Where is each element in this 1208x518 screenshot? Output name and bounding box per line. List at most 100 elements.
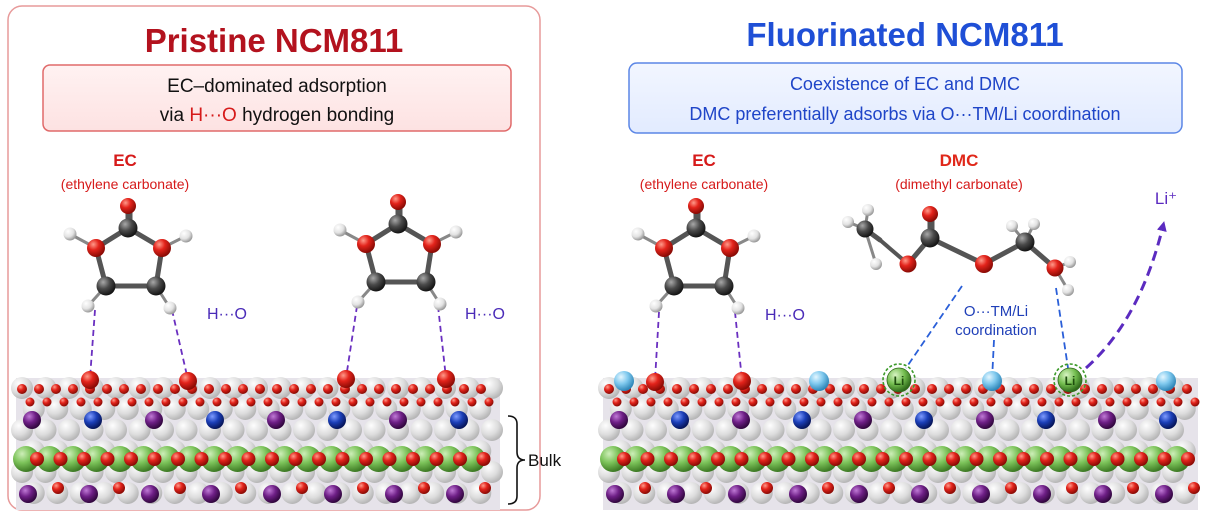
surface-oxygen-atom [961,384,971,394]
li-atom-highlight-2: Li [1053,363,1087,397]
oxygen-atom [922,452,937,466]
cobalt-atom [84,411,102,429]
oxygen-atom [418,482,430,494]
oxygen-atom [235,482,247,494]
surface-oxygen-atom [927,384,937,394]
oxygen-atom [147,452,162,466]
lattice-oxygen-atom [246,419,268,441]
lattice-oxygen-atom [809,419,832,441]
bulk-label: Bulk [528,451,562,470]
left-ec-subtitle: (ethylene carbonate) [61,176,189,192]
oxygen-atom [479,482,491,494]
lithium-layer-atom [130,446,157,472]
oxygen-atom [883,482,895,494]
oxygen-atom [640,452,655,466]
lattice-oxygen-atom [410,377,433,399]
cobalt-atom [206,411,224,429]
surface-oxygen-atom [399,397,409,407]
lithium-layer-atom [1140,446,1167,472]
oxygen-atom [113,482,125,494]
oxygen-atom [218,452,232,466]
right-ec-molecule [631,198,761,315]
surface-oxygen-atom [850,397,860,407]
nickel-atom [80,485,98,503]
lattice-oxygen-atom [222,419,245,441]
coordination-label-line2: coordination [955,322,1037,339]
ester-oxygen-atom [975,255,993,273]
cobalt-atom [671,411,689,429]
adsorption-site-oxygen-atom [646,373,664,391]
ring-oxygen-atom [153,239,171,257]
oxygen-atom [617,452,631,466]
surface-oxygen-atom [459,384,469,394]
oxygen-atom [1087,452,1101,466]
cobalt-atom [1037,411,1055,429]
surface-oxygen-atom [876,384,886,394]
oxygen-atom [1134,452,1148,466]
oxygen-atom [30,452,44,466]
lithium-layer-atom [647,446,673,472]
lattice-oxygen-atom [105,377,127,399]
lithium-layer-atom [694,446,720,472]
surface-oxygen-atom [638,384,648,394]
oxygen-atom [758,452,772,466]
lithium-layer-atom [1164,446,1190,472]
hydrogen-atom [631,227,645,241]
surface-oxygen-atom [842,384,852,394]
lattice-oxygen-atom [1138,419,1161,441]
nickel-atom [1094,485,1112,503]
hbond-term: H···O [189,105,236,126]
oxygen-atom [946,452,960,466]
surface-oxygen-atom [102,384,112,394]
surface-oxygen-atom [289,384,299,394]
surface-oxygen-atom [1148,384,1158,394]
oxygen-atom [822,482,834,494]
adsorption-site-oxygen-atom [437,370,455,388]
surface-oxygen-atom [484,397,494,407]
surface-oxygen-atom [450,397,460,407]
lithium-layer-atom [670,446,697,472]
lithium-layer-atom [929,446,955,472]
oxygen-atom [805,452,819,466]
oxygen-atom [1016,452,1031,466]
surface-oxygen-atom [136,384,146,394]
lattice-oxygen-atom [715,419,738,441]
adsorption-site-oxygen-atom [81,371,99,389]
oxygen-atom [687,452,702,466]
surface-oxygen-atom [212,397,222,407]
li-ion-desorption-arrow [1085,221,1167,370]
surface-oxygen-atom [714,397,724,407]
surface-oxygen-atom [1139,397,1149,407]
surface-oxygen-atom [144,397,154,407]
lattice-oxygen-atom [58,419,80,441]
nickel-atom [23,411,41,429]
lattice-oxygen-atom [692,377,714,399]
surface-oxygen-atom [195,397,205,407]
surface-oxygen-atom [731,397,741,407]
carbon-atom [388,214,408,234]
hydrogen-atom [163,301,177,315]
oxygen-atom [382,452,397,466]
surface-oxygen-atom [706,384,716,394]
surface-oxygen-atom [969,397,979,407]
lattice-oxygen-atom [1115,419,1137,441]
surface-oxygen-atom [59,397,69,407]
oxygen-atom [453,452,467,466]
nickel-atom [789,485,807,503]
ring-oxygen-atom [423,235,441,253]
carbon-atom [96,276,116,296]
oxygen-atom [359,452,373,466]
coordination-label-line1: O···TM/Li [964,303,1028,320]
oxygen-atom [852,452,866,466]
lithium-layer-atom [1023,446,1049,472]
lattice-oxygen-atom [645,419,667,441]
lattice-oxygen-atom [105,419,127,441]
nickel-atom [19,485,37,503]
lithium-layer-atom [83,446,110,472]
lithium-layer-atom [999,446,1026,472]
surface-oxygen-atom [229,397,239,407]
nickel-atom [267,411,285,429]
nickel-atom [202,485,220,503]
carbonyl-carbon-atom [920,228,940,248]
